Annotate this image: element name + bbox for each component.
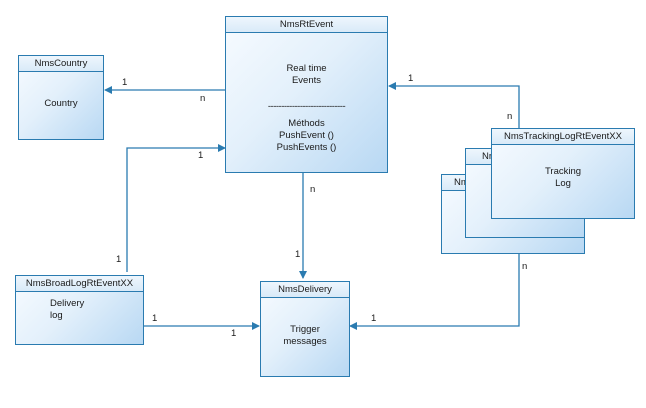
entity-nmsbroadlogrteventxx[interactable]: NmsBroadLogRtEventXX Delivery log <box>15 275 144 345</box>
entity-description: Real time Events <box>286 63 327 86</box>
label-tracking-one: 1 <box>408 73 414 84</box>
entity-methods: PushEvent () PushEvents () <box>276 130 337 153</box>
entity-title: NmsTrackingLogRtEventXX <box>492 129 634 145</box>
entity-title: NmsBroadLogRtEventXX <box>16 276 143 292</box>
connector-tracking-event <box>388 82 520 128</box>
label-tracking-n: n <box>507 111 513 122</box>
entity-nmstrackinglogrteventxx[interactable]: NmsTrackingLogRtEventXX Tracking Log <box>491 128 635 219</box>
entity-description: Tracking Log <box>544 166 582 189</box>
label-broad-delivery-one: 1 <box>152 313 158 324</box>
label-country-one: 1 <box>122 77 128 88</box>
entity-description: Trigger messages <box>283 324 327 347</box>
connector-tracking-delivery <box>349 252 520 330</box>
entity-nmscountry[interactable]: NmsCountry Country <box>18 55 104 140</box>
entity-title: NmsDelivery <box>261 282 349 298</box>
entity-nmsdelivery[interactable]: NmsDelivery Trigger messages <box>260 281 350 377</box>
entity-title: NmsCountry <box>19 56 103 72</box>
label-tracking-delivery-n: n <box>522 261 528 272</box>
label-broad-delivery-one-b: 1 <box>231 328 237 339</box>
entity-description: Delivery log <box>50 298 85 321</box>
label-event-delivery-one: 1 <box>295 249 301 260</box>
label-event-delivery-n: n <box>310 184 316 195</box>
entity-nmsrtevent[interactable]: NmsRtEvent Real time Events ------------… <box>225 16 388 173</box>
entity-description: Country <box>44 98 78 109</box>
entity-separator: ----------------------------- <box>267 101 346 112</box>
label-country-n: n <box>200 93 206 104</box>
connector-broad-event <box>126 144 226 272</box>
label-tracking-delivery-one: 1 <box>371 313 377 324</box>
label-broad-event-one: 1 <box>198 150 204 161</box>
entity-methods-title: Méthods <box>288 118 325 129</box>
label-broad-one: 1 <box>116 254 122 265</box>
entity-title: NmsRtEvent <box>226 17 387 33</box>
